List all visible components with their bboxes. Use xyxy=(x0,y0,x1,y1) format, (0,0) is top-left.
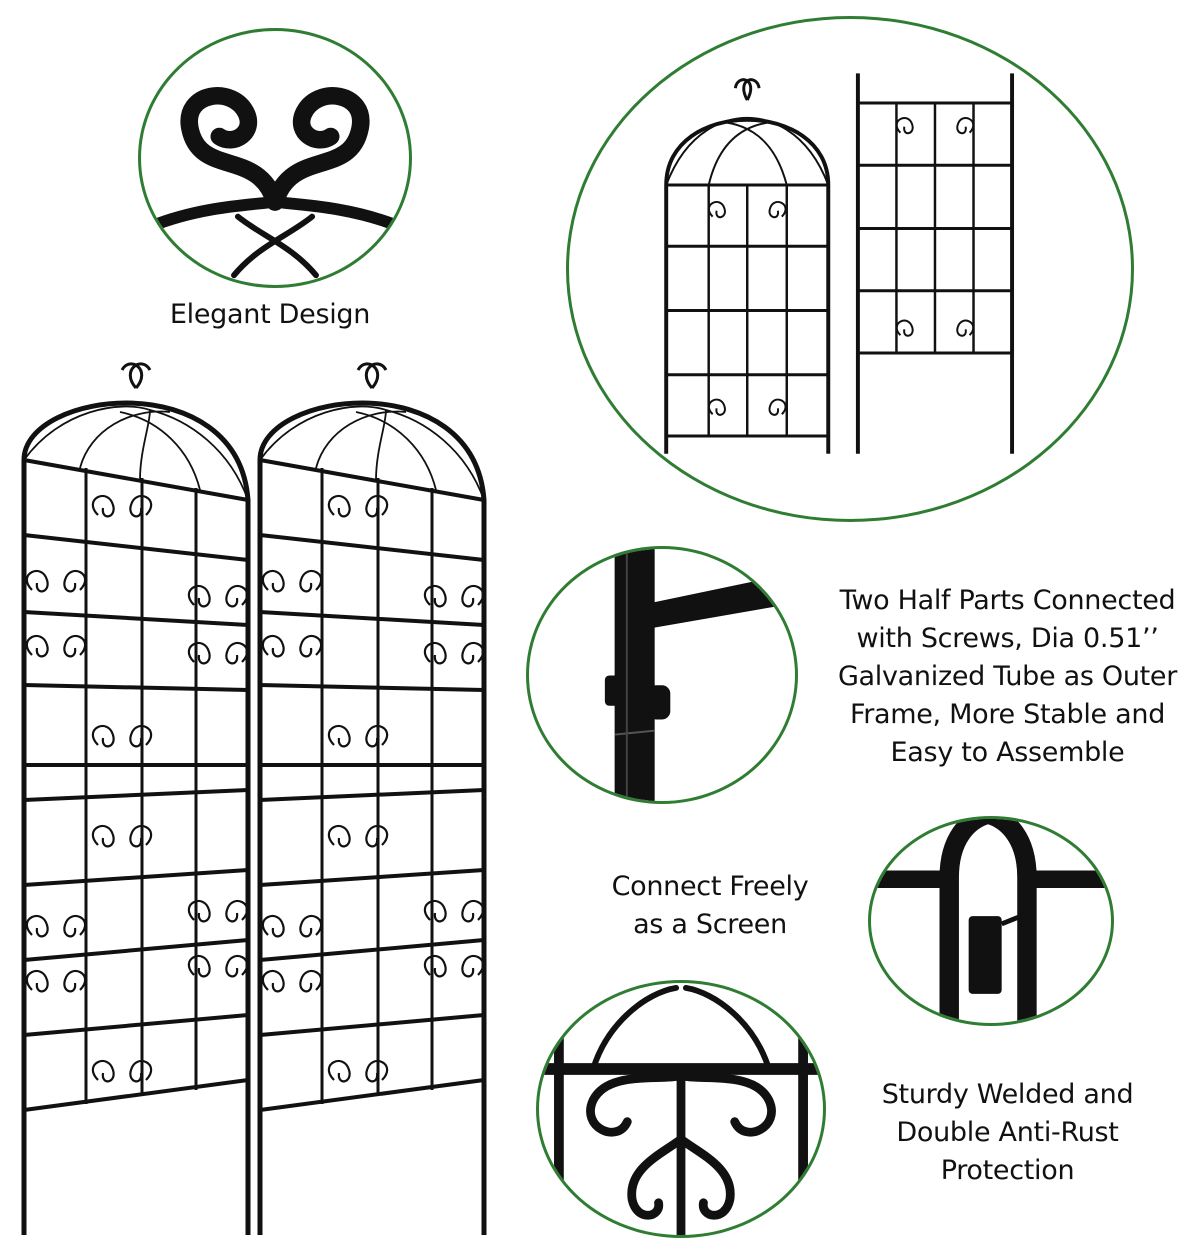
caption-line: Sturdy Welded and xyxy=(881,1079,1134,1110)
scroll-finial-drawing xyxy=(145,87,405,279)
caption-line: Double Anti-Rust xyxy=(896,1117,1119,1148)
caption-line: Two Half Parts Connected xyxy=(839,585,1176,616)
detail-welded-scroll-image xyxy=(536,980,826,1238)
caption-line: with Screws, Dia 0.51’’ xyxy=(856,623,1159,654)
welded-scroll-drawing xyxy=(539,983,823,1235)
trellis-screen-drawing xyxy=(10,350,500,1240)
hinge-drawing xyxy=(871,819,1111,1023)
detail-scroll-finial-image xyxy=(138,28,412,288)
caption-line: Protection xyxy=(940,1155,1075,1186)
screw-connection-drawing xyxy=(604,549,795,801)
two-halves-drawing xyxy=(664,73,1015,454)
caption-line: Elegant Design xyxy=(169,299,371,330)
caption-line: Easy to Assemble xyxy=(890,737,1125,768)
caption-sturdy-welded: Sturdy Welded and Double Anti-Rust Prote… xyxy=(845,1076,1170,1190)
caption-line: as a Screen xyxy=(633,909,787,940)
trellis-screen-image xyxy=(10,350,500,1240)
detail-screw-connection-image xyxy=(526,546,798,804)
detail-two-halves-image xyxy=(566,16,1134,522)
caption-elegant-design: Elegant Design xyxy=(150,296,390,334)
caption-line: Connect Freely xyxy=(611,871,809,902)
caption-line: Galvanized Tube as Outer xyxy=(837,661,1178,692)
caption-connect-freely: Connect Freely as a Screen xyxy=(585,868,835,944)
caption-line: Frame, More Stable and xyxy=(849,699,1166,730)
detail-hinge-image xyxy=(868,816,1114,1026)
caption-two-half-parts: Two Half Parts Connected with Screws, Di… xyxy=(810,582,1200,772)
